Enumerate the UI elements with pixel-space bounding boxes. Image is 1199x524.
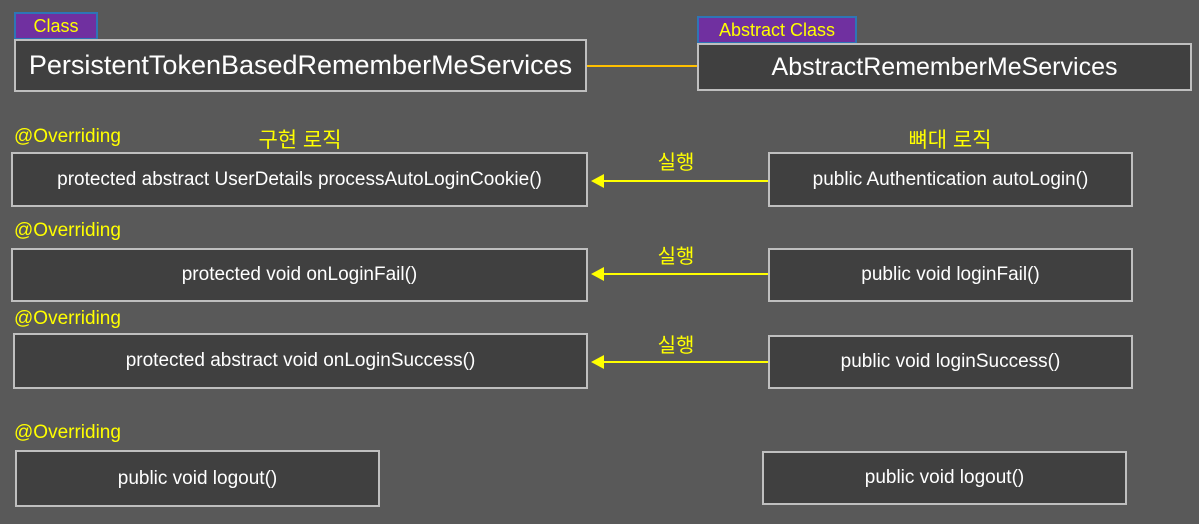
call-arrow-head-2 [591, 267, 604, 281]
class-box-abstract-remember-me: AbstractRememberMeServices [697, 43, 1192, 91]
method-box-on-login-success: protected abstract void onLoginSuccess() [13, 333, 588, 389]
overriding-label-1: @Overriding [14, 126, 121, 147]
run-label-3: 실행 [657, 335, 695, 357]
run-label-1: 실행 [657, 152, 695, 174]
abstract-class-badge: Abstract Class [697, 16, 857, 44]
overriding-label-3: @Overriding [14, 308, 121, 329]
class-badge: Class [14, 12, 98, 40]
method-box-auto-login: public Authentication autoLogin() [768, 152, 1133, 207]
method-box-process-auto-login-cookie: protected abstract UserDetails processAu… [11, 152, 588, 207]
method-box-logout-right: public void logout() [762, 451, 1127, 505]
call-arrow-head-1 [591, 174, 604, 188]
implementation-logic-label: 구현 로직 [258, 129, 342, 152]
method-box-login-fail: public void loginFail() [768, 248, 1133, 302]
run-label-2: 실행 [657, 246, 695, 268]
skeleton-logic-label: 뼈대 로직 [908, 129, 992, 152]
overriding-label-4: @Overriding [14, 422, 121, 443]
call-arrow-line-2 [602, 273, 768, 275]
call-arrow-line-3 [602, 361, 768, 363]
inheritance-connector-line [587, 65, 697, 67]
method-box-on-login-fail: protected void onLoginFail() [11, 248, 588, 302]
class-box-persistent-token: PersistentTokenBasedRememberMeServices [14, 39, 587, 92]
method-box-login-success: public void loginSuccess() [768, 335, 1133, 389]
method-box-logout-left: public void logout() [15, 450, 380, 507]
overriding-label-2: @Overriding [14, 220, 121, 241]
call-arrow-line-1 [602, 180, 768, 182]
call-arrow-head-3 [591, 355, 604, 369]
